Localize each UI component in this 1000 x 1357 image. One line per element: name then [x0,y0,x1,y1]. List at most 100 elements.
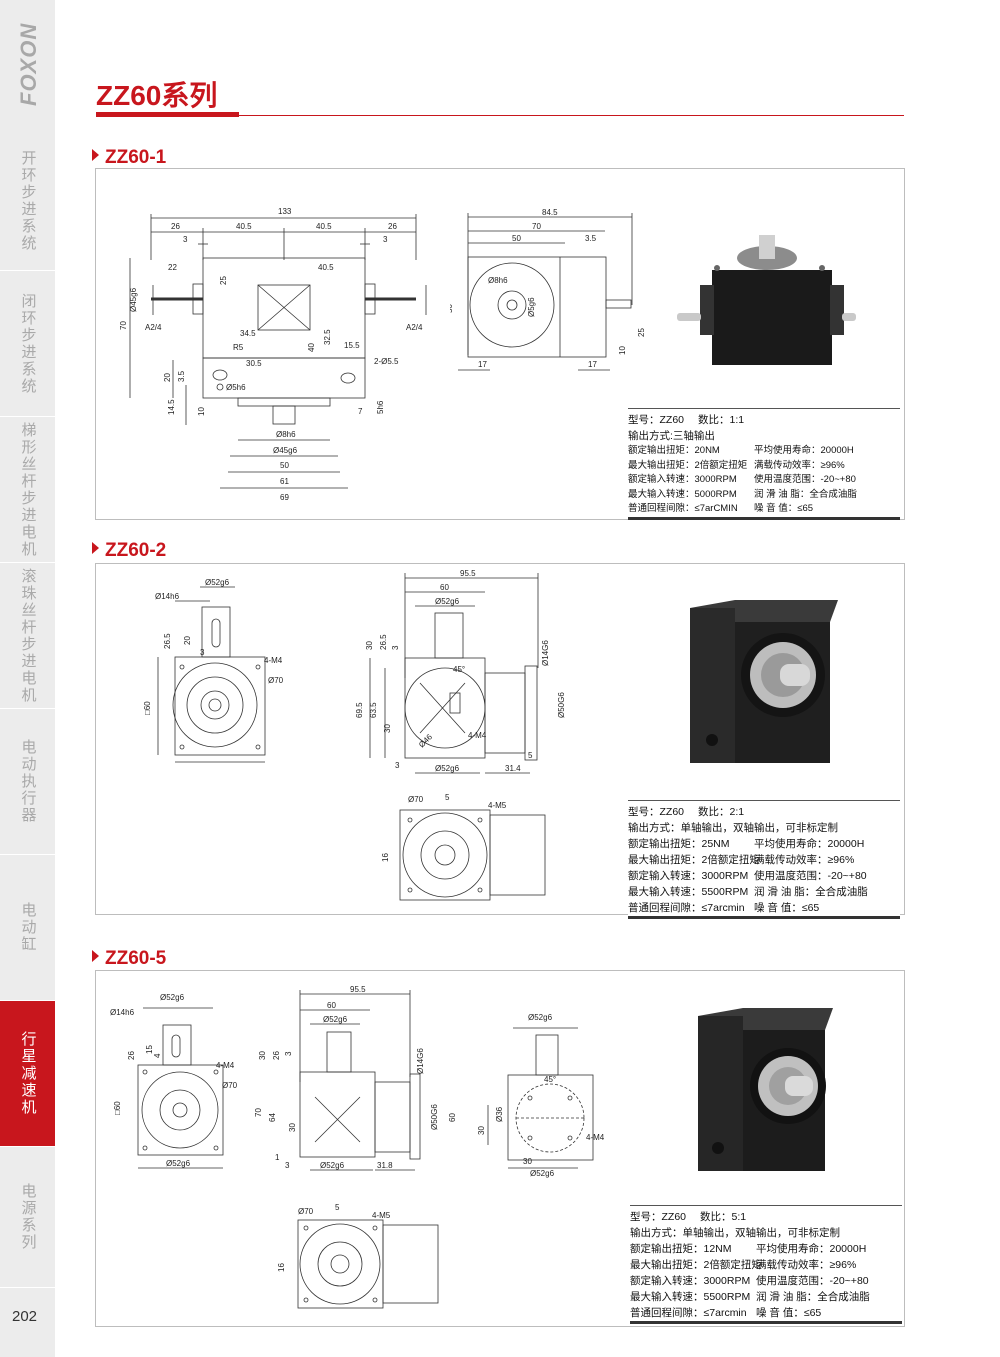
dimension-label: Ø70 [222,1081,238,1090]
dimension-label: 15.5 [344,341,360,350]
spec-cell: 额定输出扭矩：20NM [628,445,720,456]
spec-ratio: 数比：5:1 [700,1211,747,1223]
spec-cell: 平均使用寿命：20000H [754,445,854,456]
dimension-label: 95.5 [460,569,476,578]
dimension-label: 45° [453,665,465,674]
spec-cell: 额定输入转速：3000RPM [630,1275,751,1287]
dimension-label: 63.5 [369,702,378,718]
dimension-label: 30 [478,1126,486,1135]
dimension-label: 17 [478,360,487,369]
triangle-icon [92,149,99,161]
section-title-zz60-1: ZZ60-1 [92,147,166,169]
dimension-label: 3 [391,645,400,650]
dimension-label: 15 [145,1045,154,1054]
spec-output: 输出方式:三轴输出 [628,430,715,442]
spec-cell: 额定输出扭矩：12NM [630,1243,732,1255]
dimension-label: 26.5 [379,634,388,650]
dimension-label: 4-M4 [264,656,283,665]
dimension-label: 34.5 [240,329,256,338]
dimension-label: 1 [275,1153,280,1162]
dimension-label: Ø14G6 [416,1048,425,1074]
dimension-label: Ø14h6 [110,1008,135,1017]
dimension-label: 4-M4 [586,1133,605,1142]
dimension-label: 40 [307,343,316,352]
dimension-label: 10 [197,407,206,416]
spec-cell: 平均使用寿命：20000H [754,838,865,850]
spec-cell: 使用温度范围：-20~+80 [754,474,856,485]
drawing-zz60-1-side: 84.5 70 50 3.5 Ø8h6 Ø5g6 50 25 10 17 17 [450,208,646,371]
dimension-label: 61 [280,477,289,486]
spec-model: 型号：ZZ60 [628,414,685,426]
sidebar-item-cylinder[interactable]: 电动缸 [0,855,55,1001]
dimension-label: 26 [272,1051,281,1060]
dimension-label: Ø70 [298,1207,314,1216]
sidebar-item-label: 开环步进系统 [19,150,37,252]
dimension-label: 69 [280,493,289,502]
dimension-label: 50 [450,304,454,313]
dimension-label: Ø14h6 [155,592,180,601]
drawing-zz60-5-mid: 95.5 60 Ø52g6 30 26 3 Ø14G6 70 64 30 Ø50… [255,985,457,1171]
sidebar-item-actuator[interactable]: 电动执行器 [0,709,55,855]
drawing-zz60-2-bottom: Ø70 5 4-M5 16 [381,793,546,901]
spec-cell: 普通回程间隙：≤7arcmin [630,1307,747,1319]
dimension-label: 4 [153,1053,162,1058]
spec-cell: 使用温度范围：-20~+80 [756,1275,869,1287]
dimension-label: 40.5 [236,222,252,231]
spec-cell: 润 滑 油 脂：全合成油脂 [756,1291,870,1303]
drawing-zz60-5-right: Ø52g6 45° Ø36 30 4-M4 30 Ø52g6 [478,1013,605,1178]
brand-logo: FOXON [16,22,41,106]
dimension-label: 69.5 [355,702,364,718]
dimension-label: 3 [284,1051,293,1056]
drawing-zz60-2-left: Ø52g6 Ø14h6 26.5 20 3 4-M4 Ø70 □60 [143,578,284,763]
dimension-label: 30 [288,1123,297,1132]
dimension-label: 31.4 [505,764,521,773]
dimension-label: 32.5 [323,329,332,345]
sidebar-item-open-loop[interactable]: 开环步进系统 [0,132,55,271]
dimension-label: 3 [285,1161,290,1170]
dimension-label: 60 [327,1001,336,1010]
dimension-label: 30 [523,1157,532,1166]
drawing-zz60-5-bottom: Ø70 5 4-M5 16 [277,1203,439,1309]
sidebar-item-label: 滚珠丝杆步进电机 [19,567,37,704]
dimension-label: 7 [358,407,363,416]
section-title-zz60-5: ZZ60-5 [92,948,166,970]
dimension-label: Ø5g6 [527,297,536,317]
dimension-label: 20 [183,636,192,645]
dimension-label: 26 [388,222,397,231]
section-name: ZZ60-1 [105,147,167,168]
spec-model: 型号：ZZ60 [628,806,685,818]
spec-cell: 噪 音 值：≤65 [756,1307,822,1319]
spec-cell: 最大输入转速：5500RPM [628,886,749,898]
dimension-label: Ø8h6 [488,276,508,285]
spec-cell: 润 滑 油 脂：全合成油脂 [754,886,868,898]
dimension-label: 3.5 [177,370,186,382]
sidebar-item-ballscrew[interactable]: 滚珠丝杆步进电机 [0,563,55,709]
dimension-label: 30 [383,724,392,733]
sidebar-item-planetary[interactable]: 行星减速机 [0,1001,55,1147]
spec-cell: 最大输入转速：5000RPM [628,488,737,500]
sidebar-item-trapezoid[interactable]: 梯形丝杆步进电机 [0,417,55,563]
dimension-label: 60 [448,1113,457,1122]
title-rule [239,115,904,116]
drawing-zz60-1-front: 133 26 40.5 40.5 26 3 3 22 40.5 Ø45g6 70… [119,207,427,502]
dimension-label: 133 [278,207,292,216]
dimension-label: 14.5 [167,399,176,415]
dimension-label: □60 [143,701,152,715]
sidebar-item-closed-loop[interactable]: 闭环步进系统 [0,271,55,417]
section-name: ZZ60-5 [105,948,167,969]
dimension-label: 16 [277,1263,286,1272]
dimension-label: Ø52g6 [166,1159,191,1168]
dimension-label: Ø52g6 [528,1013,553,1022]
dimension-label: 5 [528,751,533,760]
dimension-label: 64 [268,1113,277,1122]
dimension-label: 26.5 [163,633,172,649]
dimension-label: Ø45g6 [273,446,298,455]
sidebar-item-label: 电动执行器 [19,739,37,824]
sidebar-item-power[interactable]: 电源系列 [0,1147,55,1288]
dimension-label: 25 [219,276,228,285]
dimension-label: 10 [618,346,627,355]
product-photo-zz60-2 [690,600,838,763]
dimension-label: Ø70 [408,795,424,804]
spec-cell: 最大输出扭矩：2倍额定扭矩 [628,854,760,866]
